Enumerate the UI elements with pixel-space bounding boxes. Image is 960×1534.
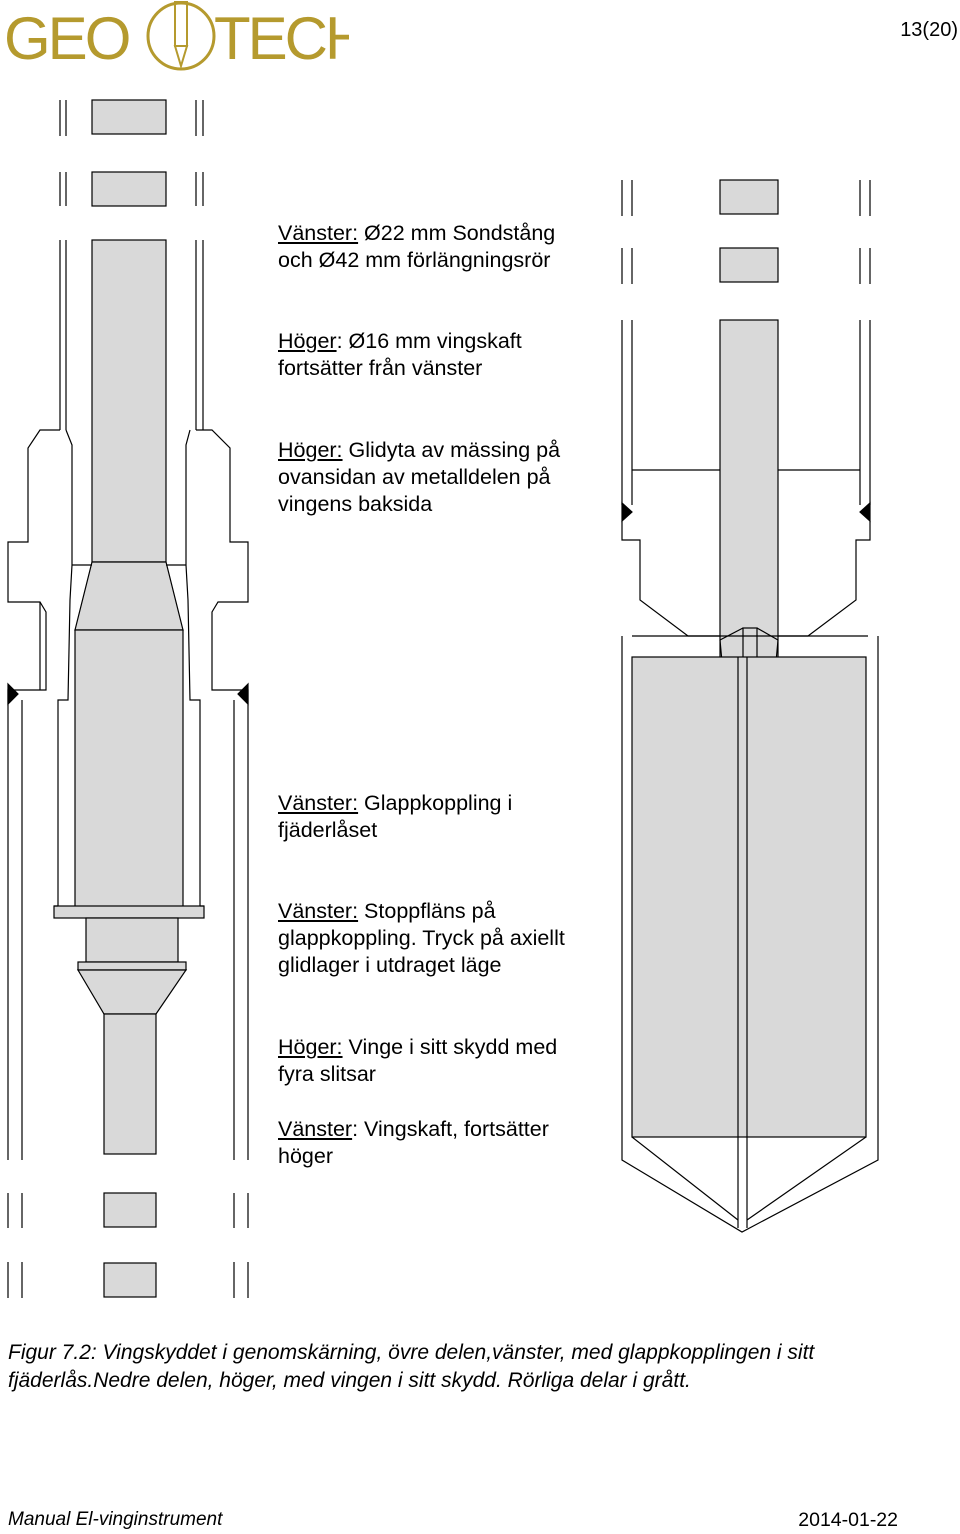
probe-logo-icon	[146, 1, 216, 71]
logo-geo-text: GEO	[4, 5, 129, 72]
geotech-logo: GEO TECH	[4, 1, 349, 72]
footer-manual-title: Manual El-vinginstrument	[8, 1509, 223, 1530]
page-number: 13(20)	[900, 19, 958, 41]
logo-tech-text: TECH	[214, 5, 349, 72]
left-assembly	[7, 99, 249, 1298]
figure-caption: Figur 7.2: Vingskyddet i genomskärning, …	[8, 1341, 815, 1392]
footer-date: 2014-01-22	[798, 1509, 898, 1531]
cross-section-drawing	[7, 99, 879, 1298]
right-assembly	[621, 179, 879, 1233]
